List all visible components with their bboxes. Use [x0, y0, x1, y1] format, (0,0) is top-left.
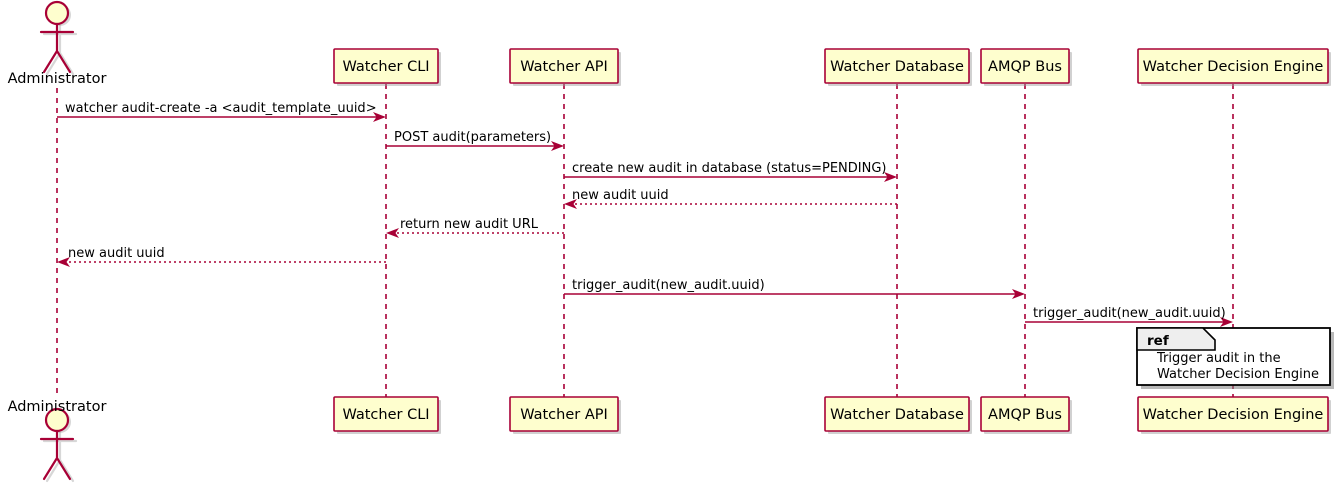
actor-head-icon	[44, 0, 70, 26]
message-labels: watcher audit-create -a <audit_template_…	[65, 101, 1226, 321]
message-label-1: watcher audit-create -a <audit_template_…	[65, 101, 377, 116]
participant-label-watcher-cli-bottom: Watcher CLI	[342, 407, 429, 423]
message-6	[57, 257, 386, 267]
participant-label-watcher-database-top: Watcher Database	[830, 59, 964, 75]
message-1	[57, 112, 386, 122]
actor-administrator-top: Administrator	[8, 0, 107, 87]
participant-label-amqp-bus-bottom: AMQP Bus	[988, 407, 1062, 423]
message-8	[1025, 317, 1233, 327]
message-label-3: create new audit in database (status=PEN…	[572, 161, 887, 176]
participant-box-watcher-cli-top[interactable]: Watcher CLI	[333, 48, 441, 86]
participant-box-watcher-cli-bottom[interactable]: Watcher CLI	[333, 396, 441, 434]
participant-box-watcher-decision-engine-top[interactable]: Watcher Decision Engine	[1137, 48, 1331, 86]
participant-box-watcher-api-top[interactable]: Watcher API	[509, 48, 621, 86]
messages	[57, 112, 1233, 327]
participant-label-amqp-bus-top: AMQP Bus	[988, 59, 1062, 75]
actor-body-icon	[39, 22, 75, 74]
participant-box-amqp-bus-bottom[interactable]: AMQP Bus	[980, 396, 1072, 434]
participant-label-watcher-api-top: Watcher API	[520, 59, 608, 75]
participant-label-watcher-cli-top: Watcher CLI	[342, 59, 429, 75]
participant-boxes-top: Watcher CLI Watcher API Watcher Database…	[333, 48, 1331, 86]
actor-body-icon	[39, 429, 75, 481]
actor-administrator-bottom: Administrator	[8, 399, 107, 483]
ref-tab-label: ref	[1147, 333, 1169, 349]
participant-label-watcher-decision-engine-bottom: Watcher Decision Engine	[1143, 407, 1324, 423]
message-label-6: new audit uuid	[68, 246, 165, 261]
participant-box-watcher-decision-engine-bottom[interactable]: Watcher Decision Engine	[1137, 396, 1331, 434]
ref-fragment[interactable]: ref Trigger audit in the Watcher Decisio…	[1136, 327, 1334, 389]
message-5	[386, 228, 564, 238]
message-2	[386, 141, 564, 151]
participant-boxes-bottom: Watcher CLI Watcher API Watcher Database…	[333, 396, 1331, 434]
message-label-8: trigger_audit(new_audit.uuid)	[1033, 306, 1226, 321]
message-3	[564, 172, 897, 182]
participant-box-watcher-database-bottom[interactable]: Watcher Database	[824, 396, 972, 434]
message-label-5: return new audit URL	[400, 217, 539, 232]
message-label-7: trigger_audit(new_audit.uuid)	[572, 278, 765, 293]
participant-label-watcher-database-bottom: Watcher Database	[830, 407, 964, 423]
ref-body-line-2: Watcher Decision Engine	[1157, 367, 1319, 382]
actor-label-administrator-top: Administrator	[8, 71, 107, 87]
ref-tab-shape	[1136, 327, 1216, 351]
actor-label-administrator-bottom: Administrator	[8, 399, 107, 415]
message-label-4: new audit uuid	[572, 188, 669, 203]
participant-label-watcher-api-bottom: Watcher API	[520, 407, 608, 423]
participant-box-watcher-database-top[interactable]: Watcher Database	[824, 48, 972, 86]
lifelines	[56, 84, 1234, 398]
message-7	[564, 289, 1025, 299]
message-label-2: POST audit(parameters)	[394, 130, 551, 145]
participant-box-amqp-bus-top[interactable]: AMQP Bus	[980, 48, 1072, 86]
message-4	[564, 199, 897, 209]
participant-label-watcher-decision-engine-top: Watcher Decision Engine	[1143, 59, 1324, 75]
participant-box-watcher-api-bottom[interactable]: Watcher API	[509, 396, 621, 434]
ref-body-line-1: Trigger audit in the	[1156, 351, 1281, 366]
